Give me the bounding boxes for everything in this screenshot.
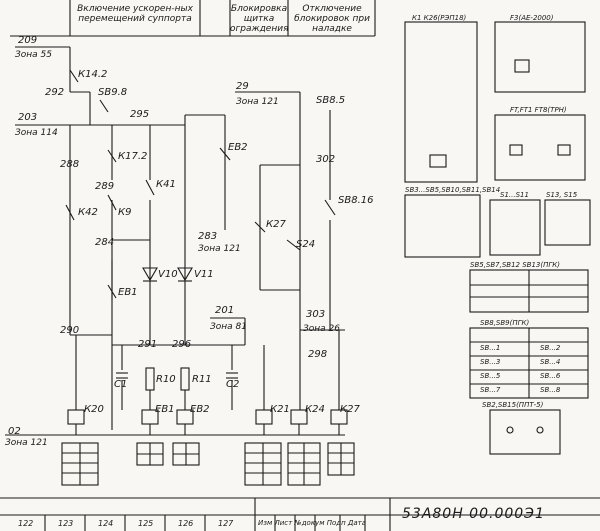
legend-sb: SB3...SB5,SB10,SB11,SB14 xyxy=(405,186,501,194)
legend-ppt: SB2,SB15(ППТ-5) xyxy=(482,401,544,409)
label-r11: R11 xyxy=(192,374,212,385)
coil-eb2: ЕВ2 xyxy=(190,404,210,415)
wire-288: 288 xyxy=(60,159,80,170)
wire-203: 203 xyxy=(18,112,38,123)
legend-k1: К1 К26(РЭП18) xyxy=(412,14,467,22)
footer-col-124: 124 xyxy=(98,519,114,528)
wire-292: 292 xyxy=(45,87,65,98)
label-c1: C1 xyxy=(114,379,128,390)
header-acceleration: Включение ускорен-ных перемещений суппор… xyxy=(77,4,193,24)
label-s24: S24 xyxy=(296,239,316,250)
footer-col-125: 125 xyxy=(138,519,154,528)
wire-298: 298 xyxy=(308,349,328,360)
footer-col-123: 123 xyxy=(58,519,74,528)
legend-pgk1: SB5,SB7,SB12 SB13(ПГК) xyxy=(470,261,560,269)
footer-col-127: 127 xyxy=(218,519,234,528)
pgk-row-1-right: SB...2 xyxy=(540,344,561,352)
footer-col-122: 122 xyxy=(18,519,34,528)
wire-303: 303 xyxy=(306,309,326,320)
wire-29: 29 xyxy=(236,81,249,92)
zone-121-c: Зона 121 xyxy=(5,438,48,448)
label-k172: К17.2 xyxy=(118,151,148,162)
wire-295: 295 xyxy=(130,109,150,120)
wire-289: 289 xyxy=(95,181,115,192)
pgk-row-2-left: SB...3 xyxy=(480,358,501,366)
label-k27-mid: К27 xyxy=(266,219,286,230)
pgk-row-2-right: SB...4 xyxy=(540,358,561,366)
zone-121-a: Зона 121 xyxy=(198,244,241,254)
wire-302: 302 xyxy=(316,154,336,165)
zone-81: Зона 81 xyxy=(210,322,247,332)
zone-26: Зона 26 xyxy=(303,324,340,334)
zone-114: Зона 114 xyxy=(15,128,58,138)
label-eb2-top: ЕВ2 xyxy=(228,142,248,153)
coil-k20: К20 xyxy=(84,404,104,415)
legend-s13: S13, S15 xyxy=(546,191,578,199)
wire-209: 209 xyxy=(18,35,38,46)
header-setup-disable: Отключение блокировок при наладке xyxy=(294,4,370,34)
label-k42: К42 xyxy=(78,207,98,218)
pgk-row-1-left: SB...1 xyxy=(480,344,501,352)
label-eb1: ЕВ1 xyxy=(118,287,138,298)
legend-pgk2: SB8,SB9(ПГК) xyxy=(480,319,530,327)
wire-283: 283 xyxy=(198,231,218,242)
label-v11: V11 xyxy=(194,269,214,280)
label-k9: К9 xyxy=(118,207,132,218)
label-r10: R10 xyxy=(156,374,176,385)
label-sb98: SB9.8 xyxy=(98,87,128,98)
coil-k27: К27 xyxy=(340,404,360,415)
wire-201: 201 xyxy=(215,305,235,316)
legend-ft: FT,FT1 FT8(ТРН) xyxy=(510,106,567,114)
label-c2: C2 xyxy=(226,379,240,390)
wire-290: 290 xyxy=(60,325,80,336)
label-k14: К14.2 xyxy=(78,69,108,80)
label-sb816: SB8.16 xyxy=(338,195,374,206)
zone-121-b: Зона 121 xyxy=(236,97,279,107)
label-v10: V10 xyxy=(158,269,178,280)
document-number: 53А80Н 00.000Э1 xyxy=(402,506,545,522)
coil-eb1: ЕВ1 xyxy=(155,404,175,415)
pgk-row-3-right: SB...6 xyxy=(540,372,561,380)
footer-col-126: 126 xyxy=(178,519,194,528)
legend-s1: S1...S11 xyxy=(500,191,529,199)
legend-f3: F3(АЕ-2000) xyxy=(510,14,554,22)
coil-k24: К24 xyxy=(305,404,325,415)
wire-291: 291 xyxy=(138,339,158,350)
pgk-row-3-left: SB...5 xyxy=(480,372,501,380)
zone-55: Зона 55 xyxy=(15,50,52,60)
pgk-row-4-left: SB...7 xyxy=(480,386,501,394)
footer-stamp: Изм Лист №докум Подп Дата xyxy=(258,519,367,527)
header-guard-lock: Блокировка щитка ограждения xyxy=(230,4,289,34)
coil-k21: К21 xyxy=(270,404,290,415)
pgk-row-4-right: SB...8 xyxy=(540,386,561,394)
label-sb85: SB8.5 xyxy=(316,95,346,106)
wire-284: 284 xyxy=(95,237,115,248)
label-k41: К41 xyxy=(156,179,176,190)
wire-02: 02 xyxy=(8,426,21,437)
wire-296: 296 xyxy=(172,339,192,350)
